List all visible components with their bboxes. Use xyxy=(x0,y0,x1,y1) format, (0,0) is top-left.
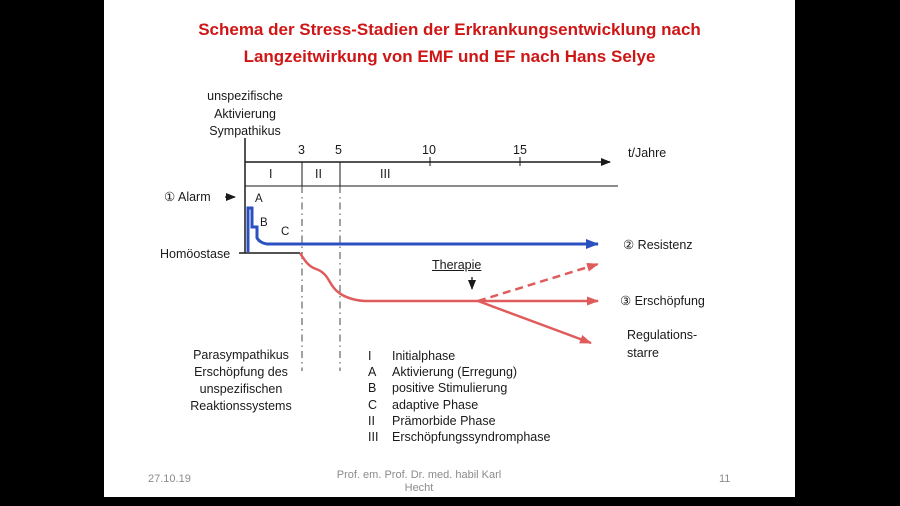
slide-title: Schema der Stress-Stadien der Erkrankung… xyxy=(104,16,795,70)
legend-key: III xyxy=(368,430,379,445)
regulationsstarre-line2: starre xyxy=(627,346,659,360)
legend-row-adaptive: C adaptive Phase xyxy=(368,397,550,413)
parasympathikus-line4: Reaktionssystems xyxy=(190,399,292,413)
regulationsstarre-line1: Regulations- xyxy=(627,328,698,342)
phase-label-1: I xyxy=(269,167,273,181)
legend-key: B xyxy=(368,381,377,396)
footer-date: 27.10.19 xyxy=(148,473,191,485)
legend-text: Aktivierung (Erregung) xyxy=(392,365,518,380)
therapie-label: Therapie xyxy=(432,258,482,272)
y-axis-label-line3: Sympathikus xyxy=(209,124,281,138)
legend-text: Erschöpfungssyndromphase xyxy=(392,430,551,445)
legend: I Initialphase A Aktivierung (Erregung) … xyxy=(368,348,550,445)
point-b-label: B xyxy=(260,217,268,229)
resistance-curve-blue xyxy=(246,206,599,252)
legend-key: A xyxy=(368,365,377,380)
legend-text: adaptive Phase xyxy=(392,397,479,412)
slide-title-line2: Langzeitwirkung von EMF und EF nach Hans… xyxy=(243,47,656,66)
legend-row-initialphase: I Initialphase xyxy=(368,348,550,364)
footer-author-line2: Hecht xyxy=(404,482,434,494)
point-a-label: A xyxy=(255,193,263,205)
x-tick-15: 15 xyxy=(513,143,527,157)
legend-row-stimulierung: B positive Stimulierung xyxy=(368,380,550,396)
x-tick-3: 3 xyxy=(298,143,305,157)
legend-row-erschoepfungssyndrom: III Erschöpfungssyndromphase xyxy=(368,429,550,445)
parasympathikus-label: Parasympathikus Erschöpfung des unspezif… xyxy=(152,347,330,415)
legend-row-aktivierung: A Aktivierung (Erregung) xyxy=(368,364,550,380)
y-axis-label-line1: unspezifische xyxy=(207,89,283,103)
y-axis-label: unspezifische Aktivierung Sympathikus xyxy=(182,88,308,141)
erschoepfung-label: ③ Erschöpfung xyxy=(620,294,705,308)
x-axis-label: t/Jahre xyxy=(628,146,667,160)
legend-text: Initialphase xyxy=(392,349,456,363)
legend-key: I xyxy=(368,349,372,363)
footer-author: Prof. em. Prof. Dr. med. habil Karl Hech… xyxy=(304,469,534,495)
stress-stages-diagram xyxy=(225,138,618,371)
homeostase-label: Homöostase xyxy=(160,247,231,261)
y-axis-label-line2: Aktivierung xyxy=(214,106,276,121)
footer-page-number: 11 xyxy=(719,473,731,485)
footer-author-line1: Prof. em. Prof. Dr. med. habil Karl xyxy=(336,469,502,481)
phase-label-3: III xyxy=(380,167,391,181)
legend-row-praemorbide: II Prämorbide Phase xyxy=(368,413,550,429)
legend-text: positive Stimulierung xyxy=(392,381,508,396)
regulationsstarre-label: Regulations- starre xyxy=(627,326,697,362)
resistenz-label: ② Resistenz xyxy=(623,238,693,252)
slide: Schema der Stress-Stadien der Erkrankung… xyxy=(104,0,795,497)
x-tick-10: 10 xyxy=(422,143,436,157)
legend-key: C xyxy=(368,397,378,412)
parasympathikus-line2: Erschöpfung des xyxy=(194,365,288,379)
x-tick-5: 5 xyxy=(335,143,342,157)
therapy-recovery-dashed-red xyxy=(477,262,599,303)
legend-key: II xyxy=(368,413,375,428)
stress-decline-curve-red xyxy=(298,252,478,303)
regulation-rigidity-arrow-red xyxy=(477,299,592,345)
phase-label-2: II xyxy=(315,167,322,181)
parasympathikus-line1: Parasympathikus xyxy=(193,348,289,362)
legend-text: Prämorbide Phase xyxy=(392,413,496,428)
parasympathikus-line3: unspezifischen xyxy=(199,382,283,396)
point-c-label: C xyxy=(281,226,290,238)
slide-title-line1: Schema der Stress-Stadien der Erkrankung… xyxy=(198,20,701,39)
alarm-label: ① Alarm xyxy=(164,190,211,204)
